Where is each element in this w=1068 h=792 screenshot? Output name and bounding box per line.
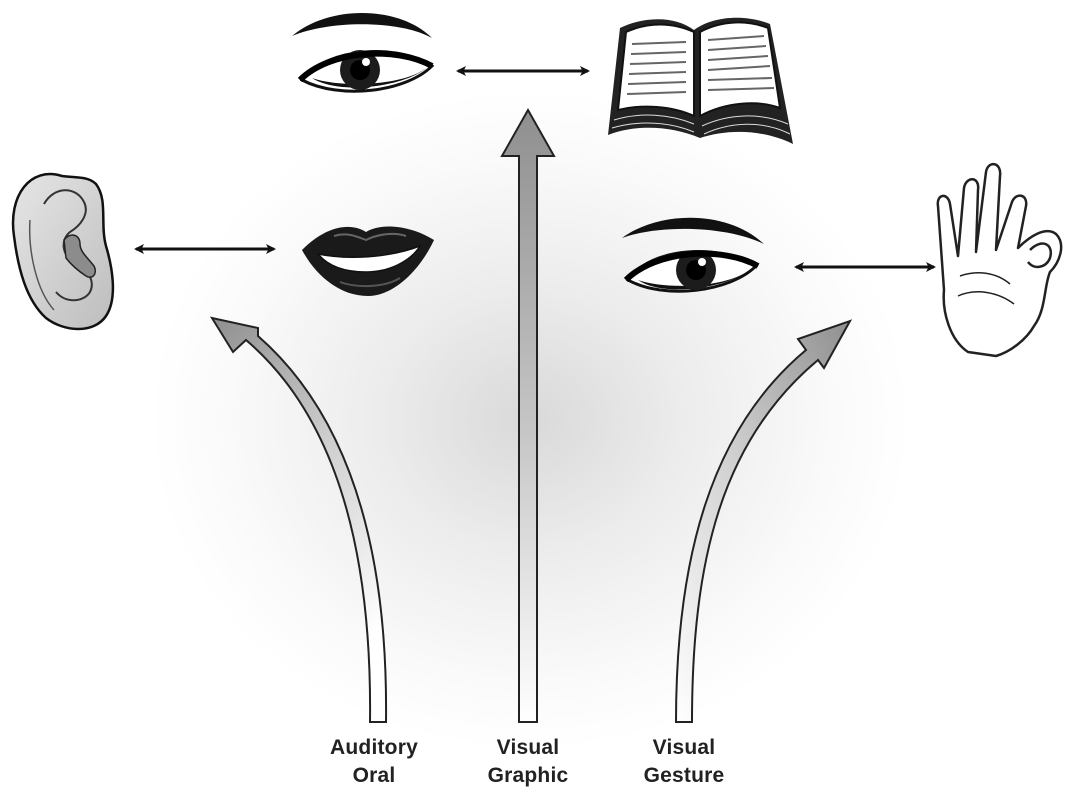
label-visual-gesture: Visual Gesture [624,734,744,790]
eye-icon [622,217,764,293]
label-visual-graphic-line1: Visual [496,736,560,759]
label-auditory-oral: Auditory Oral [318,734,430,790]
visual-graphic-arrow [500,107,556,723]
label-visual-graphic: Visual Graphic [468,734,588,790]
eye-icon [292,12,435,93]
label-visual-gesture-line2: Gesture [643,764,725,787]
label-auditory-oral-line1: Auditory [330,736,418,759]
mouth-icon [302,226,434,296]
auditory-oral-arrow [209,316,388,723]
visual-gesture-arrow [674,319,853,723]
ear-icon [11,172,115,331]
book-icon [608,17,793,144]
label-auditory-oral-line2: Oral [352,764,396,787]
hand-icon [936,163,1063,358]
label-visual-graphic-line2: Graphic [487,764,569,787]
label-visual-gesture-line1: Visual [652,736,716,759]
